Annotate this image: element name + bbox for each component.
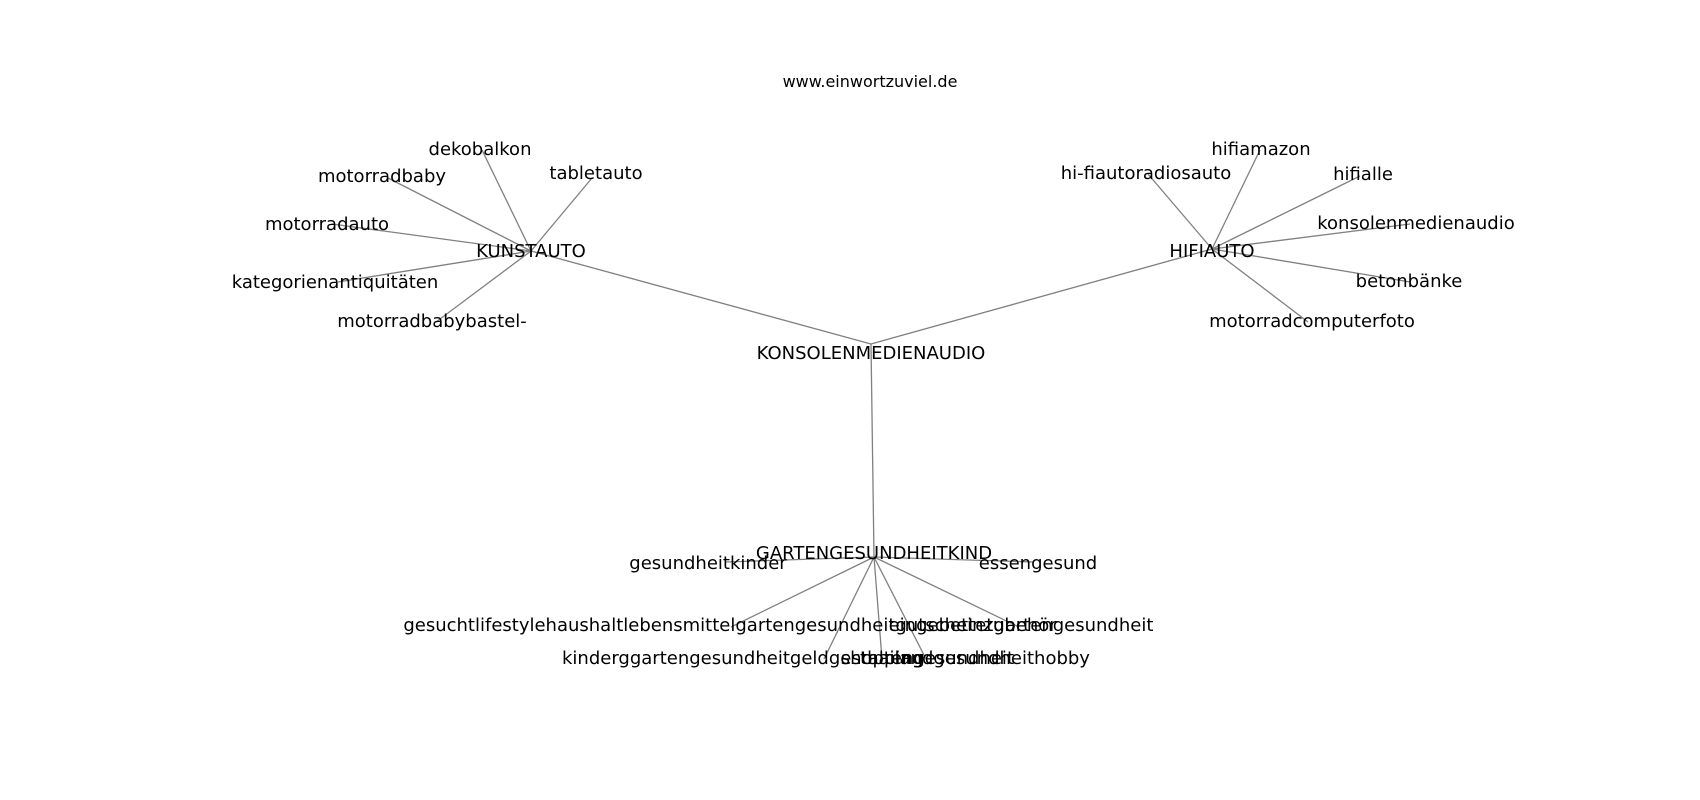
node-leaf-motorradbabybastel: motorradbabybastel- (337, 311, 527, 332)
edge-kunstauto-motorradbaby (387, 177, 532, 252)
node-hub-gartengesundheitkind: GARTENGESUNDHEITKIND (756, 543, 992, 564)
edge-kunstauto-motorradauto (331, 223, 532, 252)
node-leaf-hi-fiautoradiosauto: hi-fiautoradiosauto (1061, 163, 1232, 184)
node-hub-hifiauto: HIFIAUTO (1169, 241, 1254, 262)
edge-hifiauto-betonbaenke (1211, 248, 1411, 283)
edge-hifiauto-hi-fiautoradiosauto (1147, 173, 1213, 250)
edge-hifiauto-motorradcomputerfoto (1211, 248, 1309, 323)
edge-root-hifiauto (870, 248, 1213, 345)
node-leaf-shopping: shopping (841, 648, 924, 669)
edge-gartengesundheitkind-gesundheitkinder (725, 556, 875, 563)
node-leaf-eingebettetgarten: eingebettetgartengesundheit (889, 615, 1154, 636)
edge-root-kunstauto (530, 250, 872, 345)
edge-gartengesundheitkind-eingebettetgarten (873, 556, 1020, 628)
edge-kunstauto-dekobalkon (481, 149, 532, 252)
node-leaf-tabletauto: tabletauto (549, 163, 642, 184)
edges-group (331, 149, 1411, 660)
edge-gartengesundheitkind-essengesund (873, 556, 1035, 563)
edge-root-gartengesundheitkind (870, 343, 875, 558)
node-leaf-motorradcomputerfoto: motorradcomputerfoto (1209, 311, 1415, 332)
node-leaf-hifialle: hifialle (1333, 164, 1393, 185)
diagram-title: www.einwortzuviel.de (783, 72, 958, 91)
node-hub-kunstauto: KUNSTAUTO (476, 241, 586, 262)
node-leaf-konsolenmedienaudio: konsolenmedienaudio (1317, 213, 1514, 234)
edge-gartengesundheitkind-gesuchtlifestyle (730, 556, 875, 628)
node-leaf-dekobalkon: dekobalkon (429, 139, 532, 160)
node-leaf-gesuchtlifestyle: gesuchtlifestylehaushaltlebensmittelgart… (403, 615, 1057, 636)
node-root-label: KONSOLENMEDIENAUDIO (757, 343, 986, 364)
node-leaf-motorradbaby: motorradbaby (318, 166, 446, 187)
node-leaf-kinderggarten: kinderggartengesundheitgeldgestaltengesu… (562, 648, 1014, 669)
edge-kunstauto-motorradbabybastel (435, 250, 532, 323)
edge-gartengesundheitkind-kinderggarten (823, 556, 875, 660)
labels-group: KONSOLENMEDIENAUDIO KUNSTAUTO dekobalkon mo… (232, 139, 1515, 669)
node-leaf-thailandgesundheit: thailandgesundheithobby (860, 648, 1090, 669)
edge-hifiauto-hifiamazon (1211, 149, 1261, 250)
node-leaf-motorradauto: motorradauto (265, 214, 389, 235)
edge-kunstauto-kategorienantiquitaeten (337, 250, 532, 283)
node-leaf-betonbaenke: betonbänke (1356, 271, 1463, 292)
edge-kunstauto-tabletauto (530, 177, 593, 252)
node-leaf-kategorienantiquitaeten: kategorienantiquitäten (232, 272, 439, 293)
edge-gartengesundheitkind-shopping (873, 556, 883, 660)
node-leaf-gesundheitkinder: gesundheitkinder (629, 553, 787, 574)
node-leaf-hifiamazon: hifiamazon (1211, 139, 1310, 160)
node-leaf-essengesund: essengesund (979, 553, 1097, 574)
edge-hifiauto-hifialle (1211, 175, 1361, 250)
edge-gartengesundheitkind-thailandgesundheit (873, 556, 927, 660)
edge-hifiauto-konsolenmedienaudio (1211, 223, 1411, 250)
